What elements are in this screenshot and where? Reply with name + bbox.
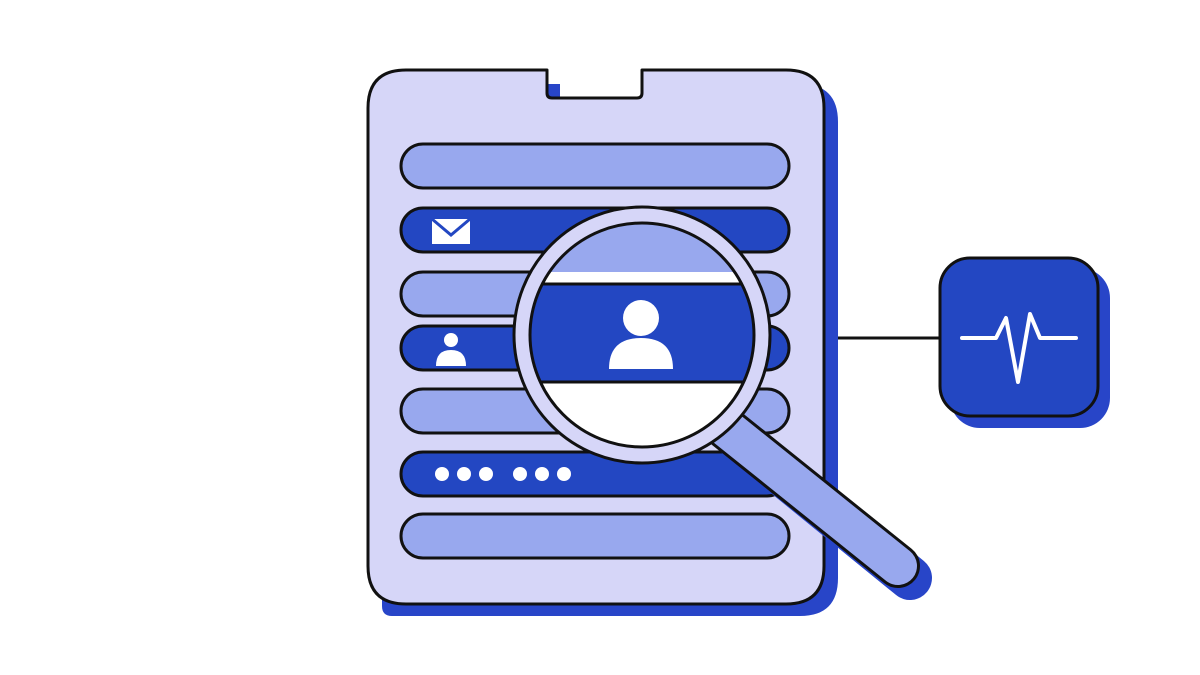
monitor-badge (938, 256, 1110, 428)
magnifier-lens (530, 223, 754, 447)
mail-icon (431, 217, 471, 244)
password-dot (535, 467, 549, 481)
magnified-user-icon (609, 300, 673, 369)
form-field-1 (399, 142, 791, 190)
user-icon (436, 333, 466, 366)
password-dot (435, 467, 449, 481)
form-field-7 (399, 512, 791, 560)
password-dots (435, 467, 571, 481)
password-dot (557, 467, 571, 481)
monitor-badge-body (938, 256, 1100, 418)
magnifying-glass-icon (512, 205, 932, 600)
password-dot (457, 467, 471, 481)
password-dot (479, 467, 493, 481)
heartbeat-icon (960, 312, 1078, 384)
password-dot (513, 467, 527, 481)
